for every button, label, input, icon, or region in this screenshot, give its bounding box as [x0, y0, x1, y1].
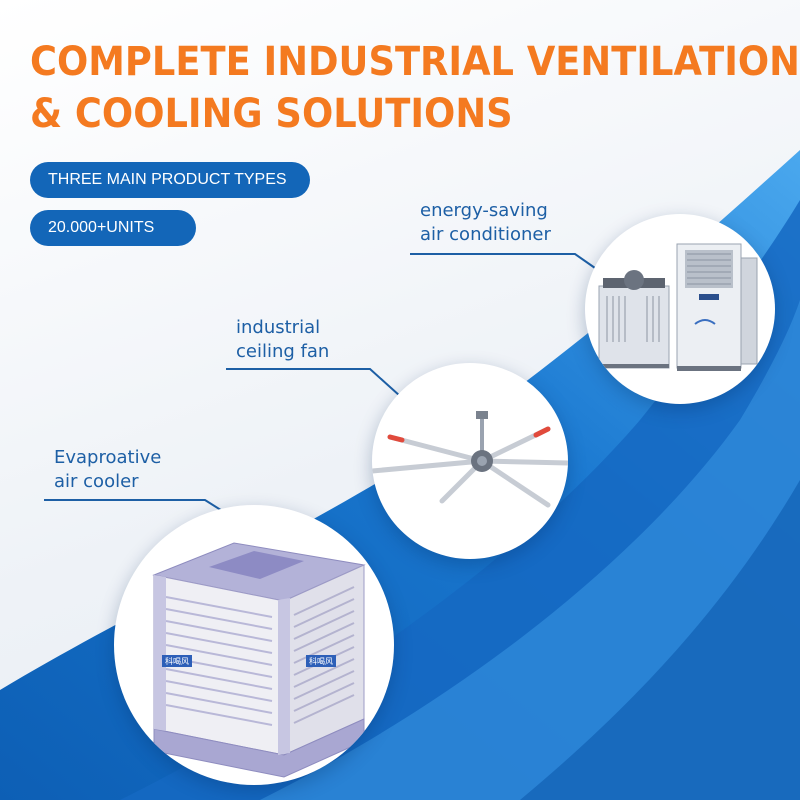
product-types-badge: THREE MAIN PRODUCT TYPES [30, 162, 310, 198]
air-cooler-product-image: 科喝风 科喝风 [114, 505, 394, 785]
air-cooler-brand-mark: 科喝风 [165, 656, 189, 666]
air-conditioner-label-line-2: air conditioner [420, 224, 551, 245]
air-cooler-label-line-1: Evaproative [54, 447, 162, 468]
air-cooler-label: Evaproative air cooler [54, 446, 161, 494]
air-conditioner-label-line-1: energy-saving [420, 200, 548, 221]
ceiling-fan-label: industrial ceiling fan [236, 316, 329, 364]
air-conditioner-product-image [585, 214, 775, 404]
headline: COMPLETE INDUSTRIAL VENTILATION & COOLIN… [30, 36, 800, 140]
units-badge: 20.000+UNITS [30, 210, 196, 246]
ceiling-fan-label-line-1: industrial [236, 317, 321, 338]
leader-line-fan [226, 368, 401, 397]
headline-line-1: COMPLETE INDUSTRIAL VENTILATION [30, 39, 800, 85]
leader-line-ac [410, 253, 596, 269]
air-cooler-brand-mark-right: 科喝风 [309, 656, 333, 666]
air-cooler-label-line-2: air cooler [54, 471, 139, 492]
headline-line-2: & COOLING SOLUTIONS [30, 91, 513, 137]
ceiling-fan-product-image [372, 363, 568, 559]
leader-line-cooler [44, 499, 225, 513]
air-conditioner-label: energy-saving air conditioner [420, 199, 551, 247]
ceiling-fan-label-line-2: ceiling fan [236, 341, 330, 362]
